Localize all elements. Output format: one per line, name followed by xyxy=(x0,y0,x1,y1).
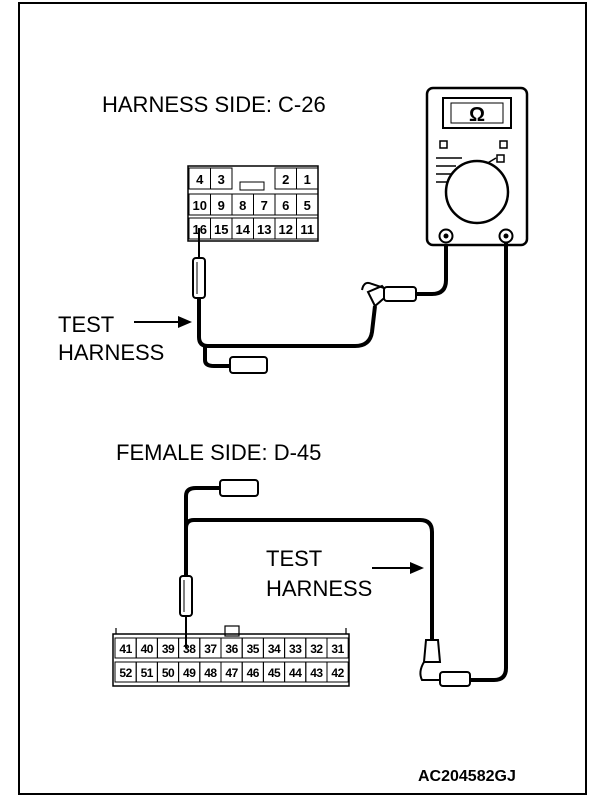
selector-dial xyxy=(444,159,510,225)
multimeter: Ω xyxy=(425,86,529,247)
pin-cell xyxy=(296,167,319,190)
d45-latch xyxy=(224,625,240,637)
upper-test-harness-wire xyxy=(197,298,377,348)
c26-latch xyxy=(239,181,265,191)
upper-meter-lead xyxy=(416,240,448,296)
connector-d45: 41 40 39 38 37 36 35 34 33 32 31 52 51 50 49 48 47 46 45 4… xyxy=(112,625,350,687)
pin-number: 42 xyxy=(331,666,344,680)
pin-number: 12 xyxy=(279,222,293,237)
lower-test-label-line2: HARNESS xyxy=(266,576,372,601)
d45-body xyxy=(112,633,350,687)
lower-meter-lead xyxy=(470,242,508,682)
pin-number: 3 xyxy=(218,172,225,187)
pin-number: 47 xyxy=(225,666,238,680)
upper-test-arrow xyxy=(134,316,192,328)
d45-bottom-row: 52 51 50 49 48 47 46 45 44 43 42 xyxy=(114,661,349,683)
pin-number: 32 xyxy=(310,642,323,656)
pin-number: 46 xyxy=(247,666,260,680)
pin-cell xyxy=(210,167,233,190)
upper-harness-branch xyxy=(203,346,230,368)
pin-number: 1 xyxy=(304,172,311,187)
upper-test-label-line2: HARNESS xyxy=(58,340,164,365)
lower-harness-branch xyxy=(184,486,220,530)
pin-number: 7 xyxy=(261,198,268,213)
pin-number: 9 xyxy=(218,198,225,213)
pin-number: 40 xyxy=(141,642,154,656)
pin-number: 48 xyxy=(204,666,217,680)
pin-number: 8 xyxy=(239,198,246,213)
pin-number: 38 xyxy=(183,642,196,656)
lower-alligator-clip xyxy=(419,639,471,687)
pin-number: 4 xyxy=(196,172,204,187)
pin-number: 6 xyxy=(282,198,289,213)
pin-number: 15 xyxy=(214,222,228,237)
pin-number: 2 xyxy=(282,172,289,187)
pin-number: 37 xyxy=(204,642,217,656)
pin-cell xyxy=(296,193,319,216)
pin-cell xyxy=(296,217,319,240)
pin-cell xyxy=(326,661,349,683)
pin-number: 33 xyxy=(289,642,302,656)
upper-alligator-clip xyxy=(361,281,417,308)
pin-number: 10 xyxy=(193,198,207,213)
lower-test-arrow xyxy=(372,562,424,574)
diagram-frame xyxy=(18,2,587,795)
connector-c26-title: HARNESS SIDE: C-26 xyxy=(102,92,326,117)
pin-number: 13 xyxy=(257,222,271,237)
figure-code: AC204582GJ xyxy=(418,768,516,785)
pin-number: 43 xyxy=(310,666,323,680)
upper-loose-connector xyxy=(229,356,268,374)
pin-number: 44 xyxy=(289,666,302,680)
pin-number: 35 xyxy=(247,642,260,656)
lower-test-label-line1: TEST xyxy=(266,546,322,571)
pin-number: 52 xyxy=(119,666,132,680)
d45-top-row: 41 40 39 38 37 36 35 34 33 32 31 xyxy=(114,637,349,659)
lower-loose-connector xyxy=(219,479,259,497)
pin-number: 51 xyxy=(141,666,154,680)
pin-cell xyxy=(326,637,349,659)
pin-number: 36 xyxy=(225,642,238,656)
pin-number: 31 xyxy=(331,642,344,656)
pin-number: 39 xyxy=(162,642,175,656)
pin-number: 34 xyxy=(268,642,281,656)
upper-test-label-line1: TEST xyxy=(58,312,114,337)
pin-number: 41 xyxy=(119,642,132,656)
pin-number: 45 xyxy=(268,666,281,680)
pin-number: 14 xyxy=(236,222,251,237)
c26-bottom-row: 161514131211 xyxy=(188,217,319,240)
ohm-symbol: Ω xyxy=(469,104,485,126)
pin-number: 49 xyxy=(183,666,196,680)
connector-d45-title: FEMALE SIDE: D-45 xyxy=(116,440,321,465)
pin-number: 5 xyxy=(304,198,311,213)
lower-probe-pin38 xyxy=(179,575,193,648)
pin-number: 50 xyxy=(162,666,175,680)
pin-number: 11 xyxy=(300,222,314,237)
